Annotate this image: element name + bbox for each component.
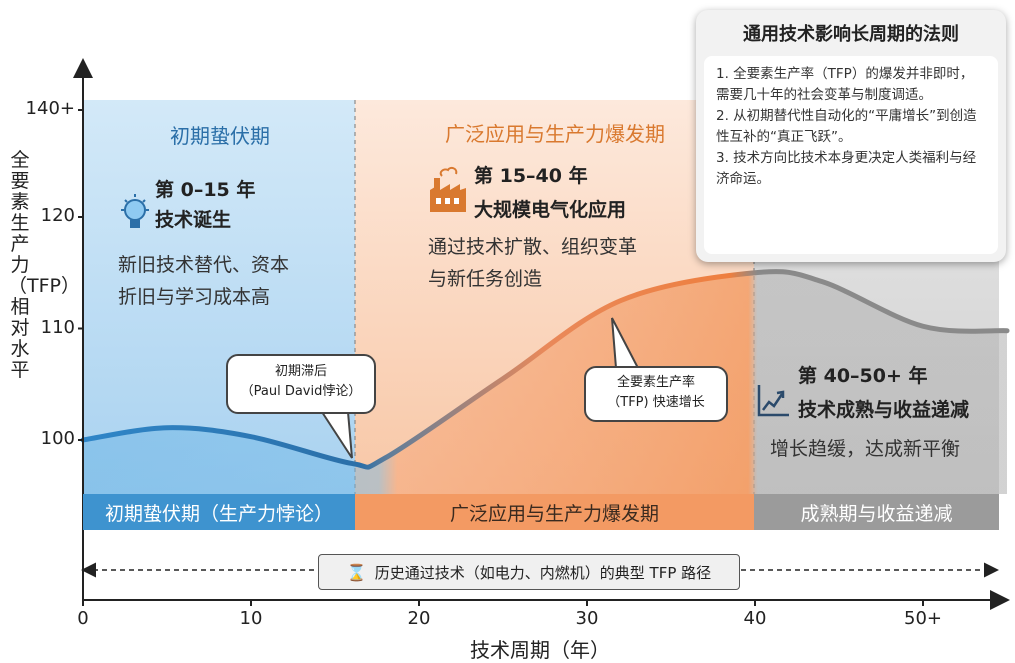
x-tick-label: 0 [77,608,89,629]
x-tick-label: 40 [743,608,767,629]
y-tick-label: 100 [40,428,75,449]
phase-1-desc-line1: 新旧技术替代、资本 [118,254,290,276]
phase-3-heading: 技术成熟与收益递减 [798,399,970,421]
phase-3-years: 第 40–50+ 年 [798,365,928,387]
lag-bubble: 初期滞后 （Paul David悖论） [226,354,376,414]
callout-item: 2. 从初期替代性自动化的“平庸增长”到创造性互补的“真正飞跃”。 [716,108,977,145]
lag-bubble-tail [321,411,353,459]
phase-2-title: 广泛应用与生产力爆发期 [445,122,665,146]
growth-bubble-tail [611,317,639,369]
callout-body: 1. 全要素生产率（TFP）的爆发并非即时，需要几十年的社会变革与制度调适。 2… [704,56,998,254]
phase-1-years: 第 0–15 年 [155,179,256,201]
principles-callout: 通用技术影响长周期的法则 1. 全要素生产率（TFP）的爆发并非即时，需要几十年… [696,10,1006,262]
tfp-area-fill [83,271,1007,494]
growth-bubble-line1: 全要素生产率 [616,375,695,390]
y-tick-label: 120 [40,205,75,226]
x-tick-label: 30 [575,608,599,629]
phase-2-desc-line1: 通过技术扩散、组织变革 [428,236,638,258]
phase-2-band: 广泛应用与生产力爆发期 [355,494,754,530]
phase-1-title: 初期蛰伏期 [170,124,270,148]
y-tick-label: 110 [40,316,75,338]
phase-3-desc-line1: 增长趋缓，达成新平衡 [770,438,961,460]
lightbulb-icon [121,194,149,228]
phase-2-desc-line2: 与新任务创造 [428,268,543,290]
callout-title: 通用技术影响长周期的法则 [743,24,959,45]
lag-bubble-line2: （Paul David悖论） [240,384,362,399]
typical-path-text: 历史通过技术（如电力、内燃机）的典型 TFP 路径 [374,563,712,582]
factory-icon [430,166,466,212]
phase-3-band: 成熟期与收益递减 [754,494,999,530]
phase-1-band: 初期蛰伏期（生产力悖论） [83,494,355,530]
x-tick-label: 50+ [904,608,942,629]
growth-bubble: 全要素生产率 （TFP) 快速增长 [584,366,728,422]
typical-path-label: ⌛ 历史通过技术（如电力、内燃机）的典型 TFP 路径 [318,554,740,590]
tfp-curve [80,269,1010,470]
phase-2-heading: 大规模电气化应用 [474,199,627,221]
x-tick-label: 10 [239,608,263,629]
x-axis-label: 技术周期（年） [470,638,610,662]
callout-item: 1. 全要素生产率（TFP）的爆发并非即时，需要几十年的社会变革与制度调适。 [716,66,974,103]
phase-1-desc-line2: 折旧与学习成本高 [118,286,271,308]
hourglass-icon: ⌛ [346,562,367,582]
phase-1-heading: 技术诞生 [155,209,232,231]
rising-chart-icon [757,385,789,417]
y-axis-label: 全要素生产力（TFP）相对水平 [8,149,80,381]
y-tick-label: 140+ [25,98,75,119]
phase-1-region [83,100,355,494]
x-tick-label: 20 [407,608,431,629]
callout-item: 3. 技术方向比技术本身更决定人类福利与经济命运。 [716,150,977,187]
phase-2-years: 第 15–40 年 [474,165,588,187]
growth-bubble-line2: （TFP) 快速增长 [607,395,705,410]
lag-bubble-line1: 初期滞后 [274,364,327,379]
